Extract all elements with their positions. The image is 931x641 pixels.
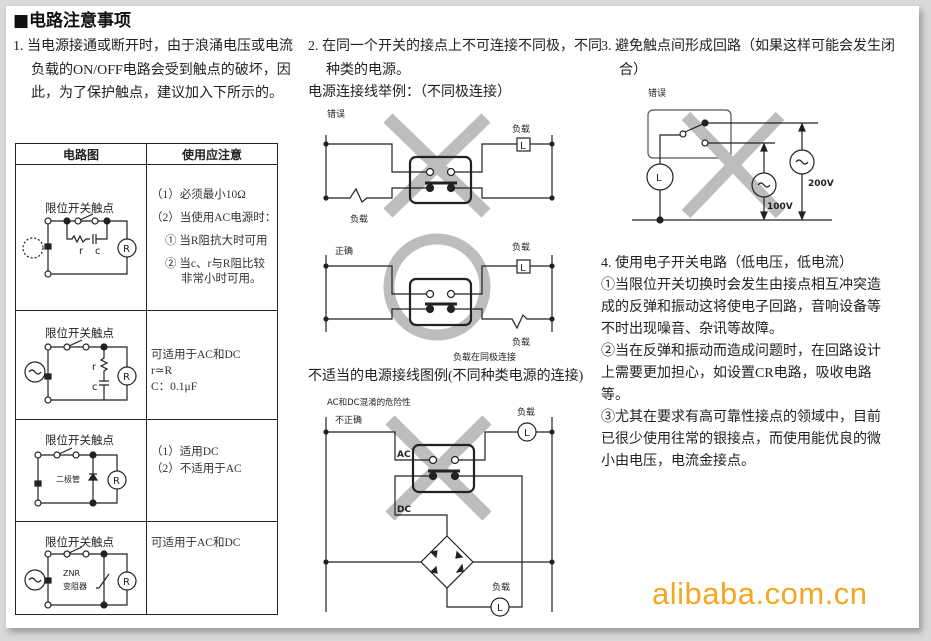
label-load: 负载 bbox=[512, 241, 530, 253]
label-L: L bbox=[656, 173, 662, 184]
note: r≃R bbox=[151, 365, 173, 377]
label-load: 负载 bbox=[350, 213, 368, 225]
section3-text: 3. 避免触点间形成回路（如果这样可能会发生闭合） bbox=[601, 39, 895, 78]
table-row-2-notes: 可适用于AC和DC r≃R C：0.1μF bbox=[151, 347, 240, 395]
label-wrong: 错误 bbox=[648, 87, 666, 99]
diagram-diode: 限位开关触点 二极管 R bbox=[34, 433, 127, 507]
diagram-label: 限位开关触点 bbox=[45, 201, 114, 215]
label-load: 负载 bbox=[512, 123, 530, 135]
label-R: R bbox=[123, 244, 130, 255]
ac-source-icon bbox=[22, 237, 44, 259]
label-L: L bbox=[524, 428, 530, 439]
note: 非常小时可用。 bbox=[181, 273, 262, 285]
label-L: L bbox=[497, 603, 503, 614]
diagram-loop: 错误 L 100V 200V bbox=[632, 87, 834, 224]
note: （1）适用DC bbox=[151, 446, 219, 458]
section1-text: 1. 当电源接通或断开时，由于浪涌电压或电流负载的ON/OFF电路会受到触点的破… bbox=[13, 39, 293, 101]
label-R: R bbox=[123, 372, 130, 383]
load-R-icon bbox=[117, 571, 137, 591]
table-row-4-notes: 可适用于AC和DC bbox=[151, 532, 240, 555]
label-znr: ZNR bbox=[63, 569, 80, 578]
label-dc: DC bbox=[397, 505, 411, 515]
load-R-icon bbox=[117, 366, 137, 386]
label-diode: 二极管 bbox=[56, 474, 80, 484]
diagram-varistor: 限位开关触点 ZNR 变阻器 R bbox=[24, 535, 137, 609]
diagram-rc-series: 限位开关触点 r c R bbox=[22, 201, 137, 278]
label-varistor: 变阻器 bbox=[63, 581, 87, 591]
note: ① 当R阻抗大时可用 bbox=[165, 235, 268, 247]
table-row-1-notes: （1）必须最小10Ω （2）当使用AC电源时： ① 当R阻抗大时可用 ② 当c、… bbox=[151, 184, 276, 287]
section2-subtitle2: 不适当的电源接线图例(不同种类电源的连接) bbox=[308, 369, 584, 384]
ac-source-200v-icon bbox=[789, 149, 815, 175]
document-page bbox=[6, 6, 919, 628]
label-r: r bbox=[79, 246, 84, 257]
diagram-ac-dc-mix: AC和DC混淆的危险性 不正确 L L 负载 负载 AC DC bbox=[323, 397, 555, 617]
section4-item: ③尤其在要求有高可靠性接点的领域中，目前已很少使用往常的银接点，而使用能优良的微… bbox=[601, 410, 881, 469]
circuit-table: 电路图 使用应注意 （1）必须最小10Ω （2）当使用AC电源时： ① 当R阻抗… bbox=[15, 143, 278, 615]
load-L-icon bbox=[516, 137, 531, 152]
load-R-icon bbox=[107, 470, 127, 490]
ac-source-100v-icon bbox=[751, 172, 777, 198]
label-200v: 200V bbox=[808, 179, 834, 189]
label-load: 负载 bbox=[512, 336, 530, 348]
section4-item: ②当在反弹和振动而造成问题时，在回路设计上需要更加担心，如设置CR电路，吸收电路… bbox=[601, 344, 881, 403]
ac-source-icon bbox=[24, 361, 46, 383]
label-same-pole: 负载在同极连接 bbox=[453, 351, 516, 363]
label-load: 负载 bbox=[492, 581, 510, 593]
label-ac: AC bbox=[397, 450, 411, 460]
load-L-icon bbox=[517, 422, 537, 442]
circle-mark-icon bbox=[383, 233, 491, 341]
label-mix: AC和DC混淆的危险性 bbox=[327, 397, 411, 408]
label-L: L bbox=[520, 141, 526, 152]
label-R: R bbox=[113, 476, 120, 487]
note: C：0.1μF bbox=[151, 381, 198, 393]
note: （1）必须最小10Ω bbox=[151, 189, 246, 201]
label-c: c bbox=[92, 382, 98, 393]
section2-subtitle: 电源连接线举例：（不同极连接） bbox=[308, 85, 511, 100]
table-divider bbox=[146, 144, 147, 614]
table-header-notes: 使用应注意 bbox=[181, 148, 242, 162]
note: 可适用于AC和DC bbox=[151, 537, 241, 549]
diagram-rc-parallel: 限位开关触点 r c R bbox=[24, 326, 137, 404]
label-c: c bbox=[95, 246, 101, 257]
diagram-wrong-pole: 错误 L 负载 负载 bbox=[323, 108, 555, 225]
section4-title: 4. 使用电子开关电路（低电压，低电流） bbox=[601, 256, 853, 271]
note: 可适用于AC和DC bbox=[151, 349, 241, 361]
label-wrong: 错误 bbox=[327, 108, 345, 120]
watermark-logo: alibaba.com.cn bbox=[652, 576, 868, 611]
cross-mark-icon bbox=[681, 111, 785, 219]
table-header-diagram: 电路图 bbox=[62, 148, 99, 162]
cross-mark-icon bbox=[385, 415, 492, 521]
load-L-icon bbox=[646, 163, 674, 191]
section2-text: 2. 在同一个开关的接点上不可连接不同极，不同种类的电源。 bbox=[308, 39, 602, 78]
load-R-icon bbox=[117, 238, 137, 258]
note: （2）当使用AC电源时： bbox=[151, 212, 277, 224]
load-L-icon bbox=[490, 597, 510, 617]
section4: 4. 使用电子开关电路（低电压，低电流） ①当限位开关切换时会发生由接点相互冲突… bbox=[601, 253, 881, 473]
label-L: L bbox=[520, 263, 526, 274]
label-incorrect: 不正确 bbox=[335, 414, 362, 426]
load-L-icon bbox=[516, 259, 531, 274]
table-row-3-notes: （1）适用DC （2）不适用于AC bbox=[151, 444, 242, 478]
label-r: r bbox=[92, 362, 97, 373]
note: ② 当c、r与R阻比较 bbox=[165, 258, 265, 270]
diagram-label: 限位开关触点 bbox=[45, 433, 114, 447]
page-title: ■电路注意事项 bbox=[13, 11, 132, 31]
section4-item: ①当限位开关切换时会发生由接点相互冲突造成的反弹和振动这将使电子回路，音响设备等… bbox=[601, 278, 881, 337]
diagram-correct-pole: 正确 L 负载 负载 负载在同极连接 bbox=[323, 233, 555, 363]
diagram-label: 限位开关触点 bbox=[45, 535, 114, 549]
label-100v: 100V bbox=[767, 202, 793, 212]
label-correct: 正确 bbox=[335, 245, 353, 257]
note: （2）不适用于AC bbox=[151, 463, 242, 475]
diagram-label: 限位开关触点 bbox=[45, 326, 114, 340]
cross-mark-icon bbox=[383, 113, 491, 218]
label-R: R bbox=[123, 577, 130, 588]
label-load: 负载 bbox=[517, 406, 535, 418]
